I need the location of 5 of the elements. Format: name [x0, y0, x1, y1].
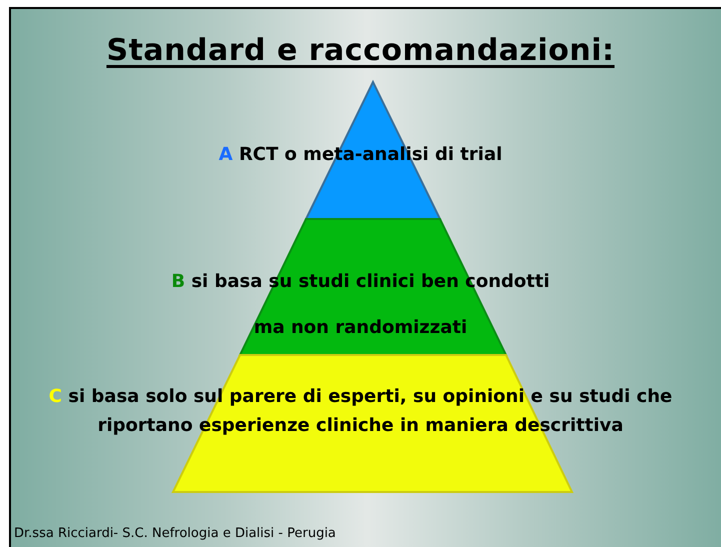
- grade-letter: A: [218, 144, 233, 165]
- grade-letter: C: [48, 386, 62, 407]
- grade-letter: B: [171, 271, 186, 292]
- footer-text: Dr.ssa Ricciardi- S.C. Nefrologia e Dialisi - Perugia: [14, 526, 336, 541]
- slide-title: Standard e raccomandazioni:: [106, 33, 615, 68]
